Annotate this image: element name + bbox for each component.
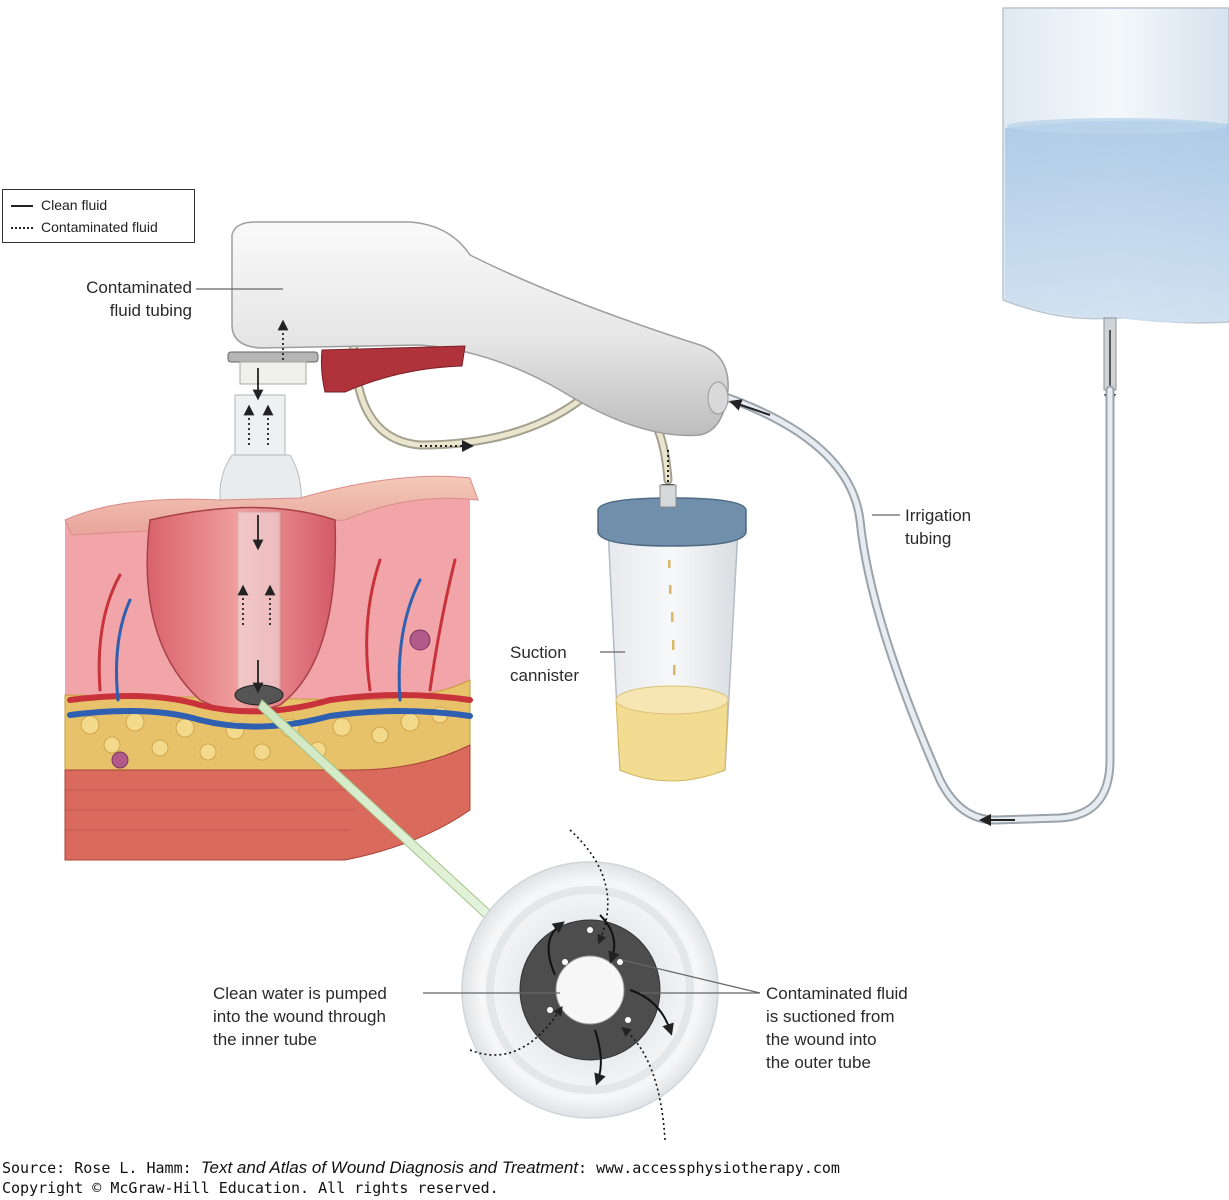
irrigation-tubing [715, 385, 1115, 826]
label-line: Clean water is pumped [213, 984, 387, 1003]
legend-clean-label: Clean fluid [41, 197, 108, 213]
label-line: Suction [510, 643, 567, 662]
source-url: : www.accessphysiotherapy.com [578, 1159, 840, 1177]
solid-line-swatch [11, 205, 33, 208]
label-line: cannister [510, 666, 579, 685]
label-line: tubing [905, 529, 952, 548]
book-title: Text and Atlas of Wound Diagnosis and Tr… [200, 1158, 579, 1177]
legend-item-clean: Clean fluid [11, 195, 107, 215]
label-line: fluid tubing [109, 301, 192, 320]
irrigation-handpiece [219, 221, 729, 513]
tube-cross-section-detail [461, 829, 719, 1141]
dotted-line-swatch [11, 227, 33, 230]
label-contaminated-fluid: Contaminated fluid is suctioned from the… [766, 982, 908, 1074]
label-line: Contaminated fluid [766, 984, 908, 1003]
fluid-bag [1002, 7, 1229, 406]
label-line: is suctioned from [766, 1007, 895, 1026]
label-line: the wound into [766, 1030, 877, 1049]
label-contaminated-fluid-tubing: Contaminated fluid tubing [62, 276, 192, 322]
label-irrigation-tubing: Irrigation tubing [905, 504, 971, 550]
skin-cross-section [64, 475, 479, 861]
label-line: Contaminated [86, 278, 192, 297]
copyright-line: Copyright © McGraw-Hill Education. All r… [2, 1179, 499, 1197]
legend: Clean fluid Contaminated fluid [2, 189, 195, 243]
source-credit: Source: Rose L. Hamm: Text and Atlas of … [2, 1158, 840, 1178]
source-prefix: Source: Rose L. Hamm: [2, 1159, 201, 1177]
label-line: Irrigation [905, 506, 972, 525]
label-line: the inner tube [213, 1030, 317, 1049]
leader-lines [196, 288, 900, 994]
legend-item-contaminated: Contaminated fluid [11, 217, 158, 237]
label-suction-canister: Suction cannister [510, 641, 579, 687]
suction-canister [597, 484, 747, 782]
label-line: into the wound through [213, 1007, 386, 1026]
label-clean-water: Clean water is pumped into the wound thr… [213, 982, 387, 1051]
label-line: the outer tube [766, 1053, 871, 1072]
legend-contaminated-label: Contaminated fluid [41, 219, 158, 235]
